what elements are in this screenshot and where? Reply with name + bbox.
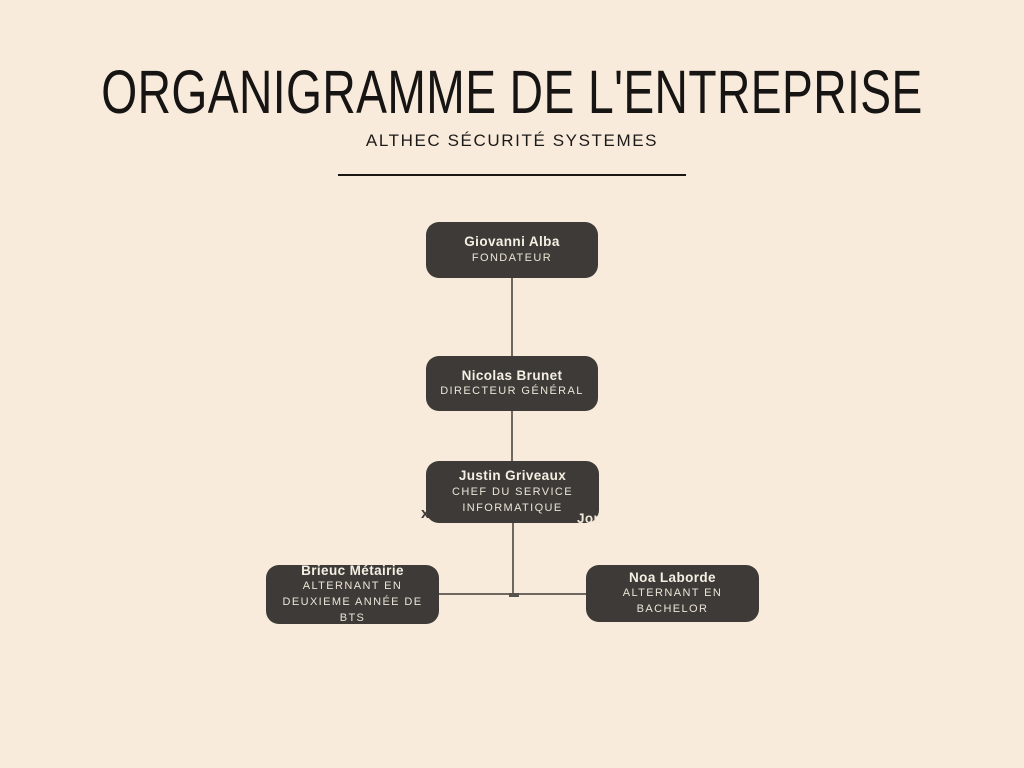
page-subtitle: ALTHEC SÉCURITÉ SYSTEMES bbox=[365, 131, 659, 150]
node-name: Nicolas Brunet bbox=[461, 367, 563, 383]
node-role: ALTERNANT EN DEUXIEME ANNÉE DE BTS bbox=[282, 580, 423, 625]
node-role: DIRECTEUR GÉNÉRAL bbox=[440, 385, 584, 398]
occluded-text-fragment-left: x bbox=[421, 505, 430, 522]
connector-chef-alternants bbox=[512, 522, 514, 595]
connector-directeur-chef bbox=[511, 410, 513, 462]
org-node-fondateur: Giovanni Alba FONDATEUR bbox=[426, 222, 598, 278]
connector-fondateur-directeur bbox=[511, 277, 513, 357]
node-name: Justin Griveaux bbox=[458, 468, 567, 484]
node-name: Giovanni Alba bbox=[464, 234, 560, 250]
occluded-text-fragment-right: Jon bbox=[577, 511, 603, 526]
node-name: Brieuc Métairie bbox=[301, 562, 404, 578]
node-role: FONDATEUR bbox=[471, 251, 553, 264]
org-node-directeur-general: Nicolas Brunet DIRECTEUR GÉNÉRAL bbox=[426, 356, 598, 411]
org-node-alternant-bts: Brieuc Métairie ALTERNANT EN DEUXIEME AN… bbox=[266, 562, 439, 625]
org-node-alternant-bachelor: Noa Laborde ALTERNANT EN BACHELOR bbox=[586, 565, 759, 622]
page-title: ORGANIGRAMME DE L'ENTREPRISE bbox=[101, 57, 923, 127]
title-divider bbox=[338, 174, 686, 176]
connector-junction bbox=[509, 593, 519, 597]
node-role: CHEF DU SERVICE INFORMATIQUE bbox=[451, 485, 574, 514]
org-node-chef-informatique: Justin Griveaux CHEF DU SERVICE INFORMAT… bbox=[426, 461, 599, 523]
node-name: Noa Laborde bbox=[629, 569, 716, 585]
node-role: ALTERNANT EN BACHELOR bbox=[622, 587, 723, 616]
